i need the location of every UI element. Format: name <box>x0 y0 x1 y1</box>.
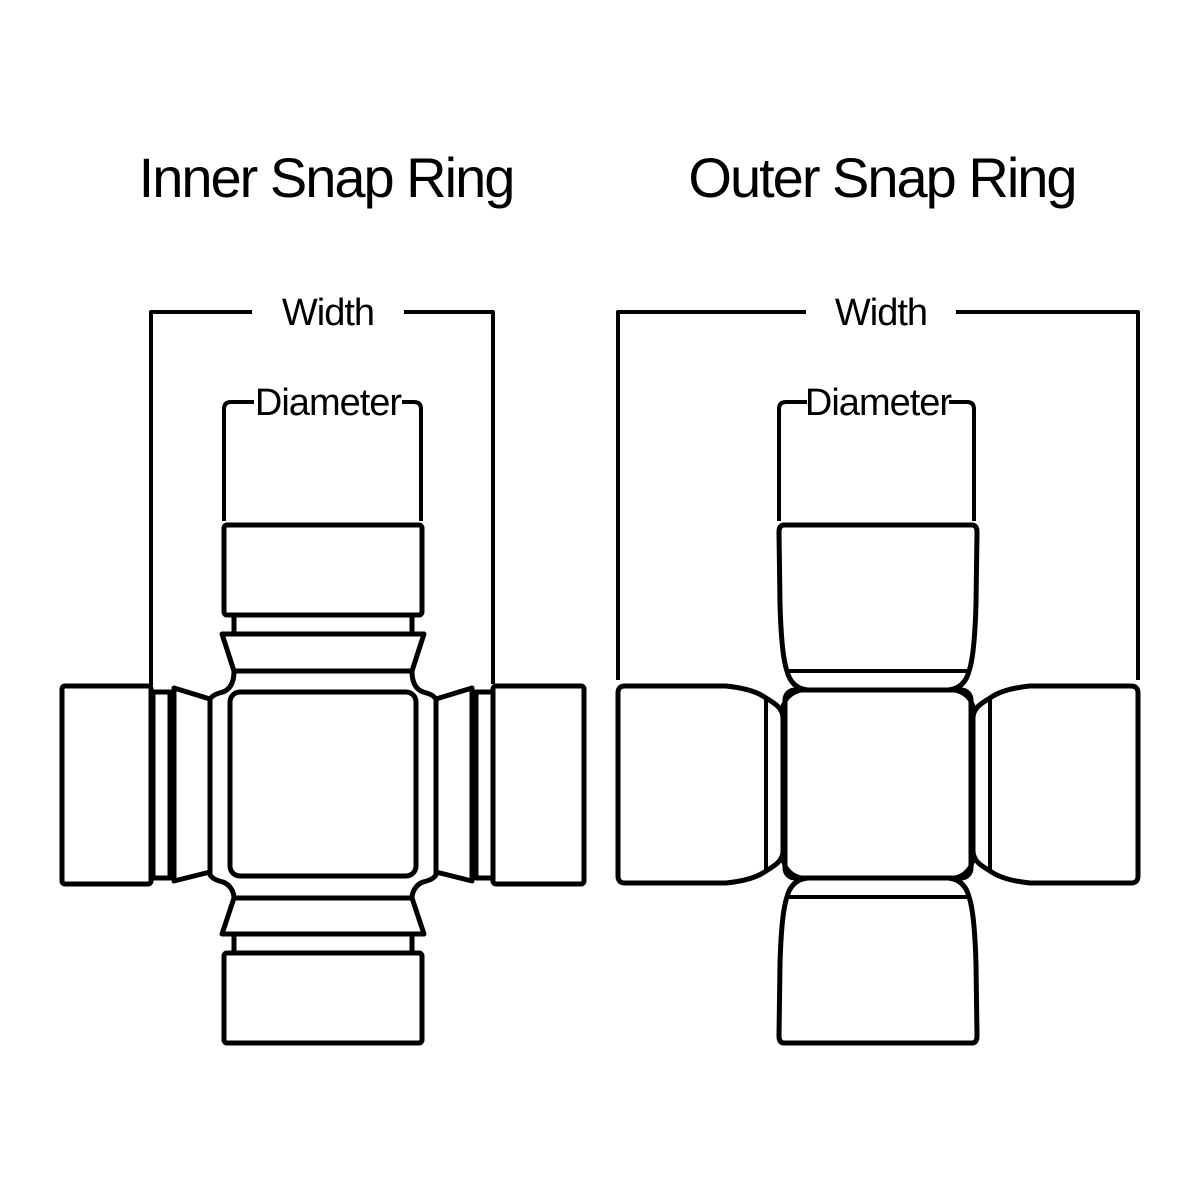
inner-body <box>227 689 419 879</box>
outer-left-bearing-cap <box>615 683 786 886</box>
inner-left-groove-band <box>150 689 173 881</box>
outer-diameter-label: Diameter <box>805 382 952 424</box>
inner-diameter-label: Diameter <box>255 382 402 424</box>
inner-snap-ring-diagram: Inner Snap Ring Width Diameter <box>59 146 587 1046</box>
outer-width-bracket <box>616 310 1140 680</box>
inner-top-groove-band <box>231 612 415 637</box>
inner-bottom-bearing-cap <box>221 950 425 1046</box>
outer-top-bearing-cap <box>776 522 980 693</box>
inner-width-bracket <box>149 310 495 686</box>
outer-width-label: Width <box>835 292 927 334</box>
inner-width-label: Width <box>282 292 374 334</box>
inner-diameter-bracket <box>222 400 423 521</box>
inner-top-bearing-cap <box>221 522 425 618</box>
outer-body <box>782 687 974 881</box>
inner-right-groove-band <box>473 689 496 881</box>
outer-snap-ring-diagram: Outer Snap Ring Width Diameter <box>615 146 1141 1046</box>
outer-diameter-bracket <box>777 400 976 521</box>
outer-right-bearing-cap <box>970 683 1141 886</box>
outer-bottom-bearing-cap <box>776 875 980 1046</box>
outer-corner-web-top-right <box>951 687 977 712</box>
inner-left-snap-ring <box>171 685 213 884</box>
inner-top-snap-ring <box>219 631 427 674</box>
outer-title: Outer Snap Ring <box>688 146 1075 209</box>
inner-bottom-snap-ring <box>219 895 427 937</box>
inner-left-bearing-cap <box>59 683 154 887</box>
inner-bottom-groove-band <box>231 931 415 956</box>
inner-title: Inner Snap Ring <box>139 146 514 209</box>
inner-right-snap-ring <box>433 685 475 884</box>
inner-right-bearing-cap <box>490 683 587 887</box>
outer-corner-web-top-left <box>779 687 805 712</box>
